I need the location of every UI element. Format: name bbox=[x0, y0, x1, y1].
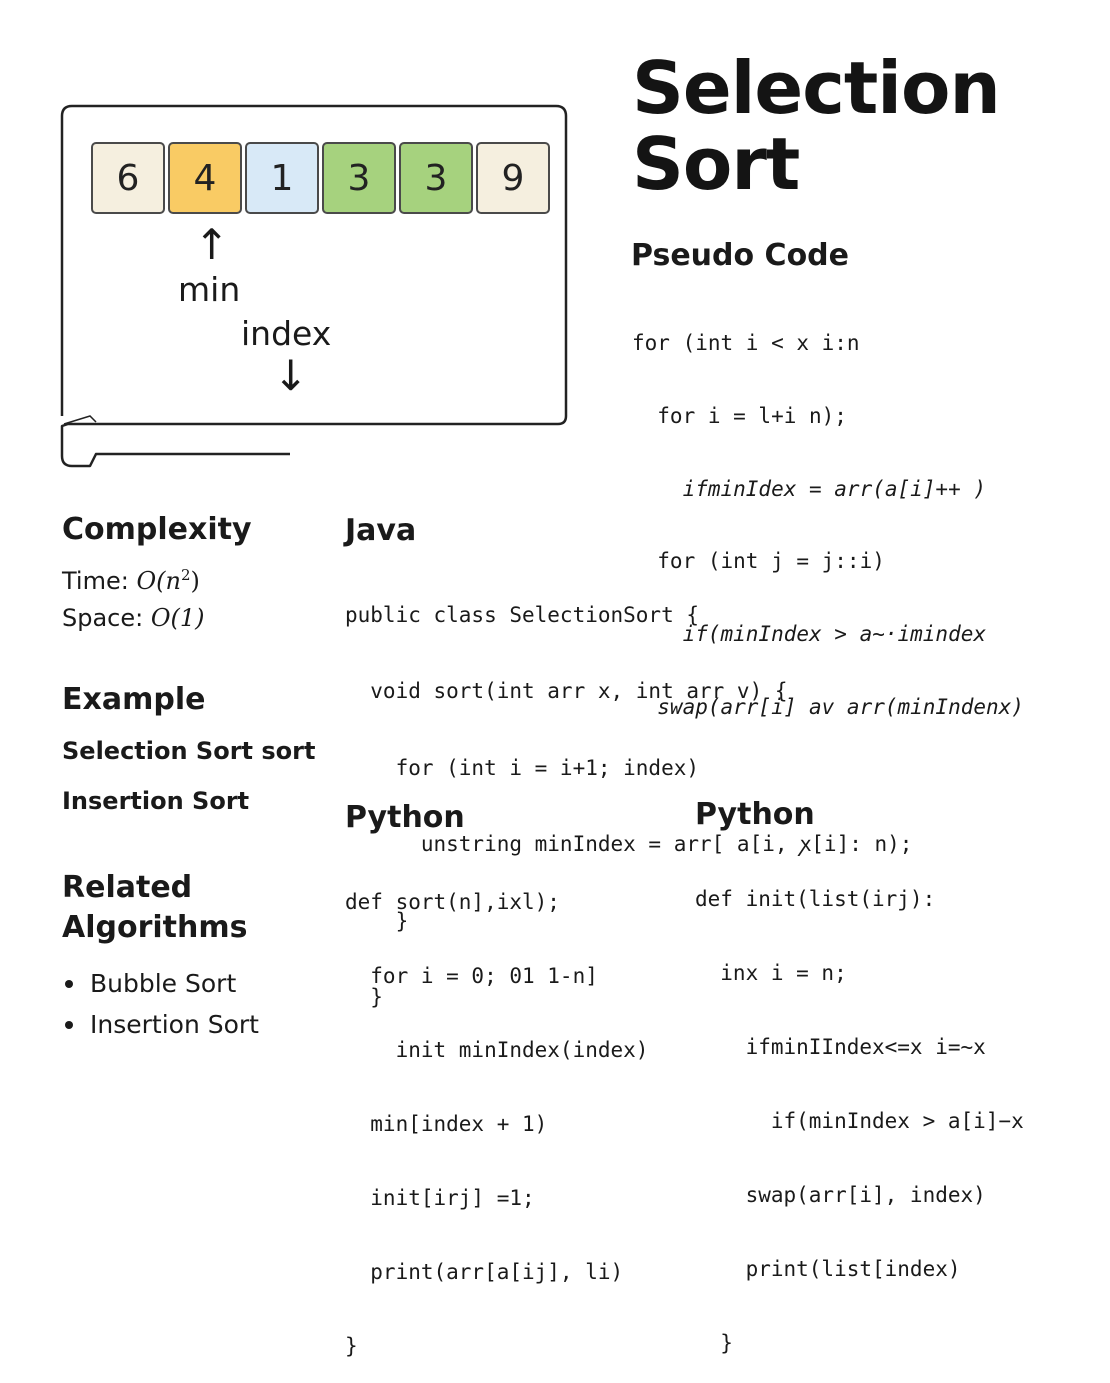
down-arrow-icon: ↓ bbox=[273, 351, 309, 400]
example-heading: Example bbox=[62, 682, 206, 717]
title-line: Selection bbox=[632, 46, 1001, 130]
time-label: Time: bbox=[62, 567, 129, 595]
code-line: init minIndex(index) bbox=[345, 1038, 649, 1062]
pseudo-code-heading: Pseudo Code bbox=[631, 238, 849, 273]
title-line: Sort bbox=[632, 122, 800, 206]
code-line: for (int i < x i:n bbox=[632, 331, 860, 355]
related-heading: Related Algorithms bbox=[62, 870, 248, 945]
code-line: if(minIndex > a~·imindex bbox=[632, 622, 987, 647]
related-item: Bubble Sort bbox=[90, 969, 237, 998]
code-line: void sort(int arr x, int arr v) { bbox=[345, 679, 788, 704]
python-code-block: def sort(n],ixl); for i = 0; 01 1-n] ini… bbox=[345, 846, 648, 1383]
python-heading: Python bbox=[695, 797, 815, 832]
related-item: Insertion Sort bbox=[90, 1010, 259, 1039]
array-cells: 6 4 1 3 3 9 bbox=[91, 142, 550, 214]
code-line: print(list[index) bbox=[695, 1257, 961, 1281]
code-line: } bbox=[345, 985, 383, 1010]
code-line: } bbox=[695, 1331, 733, 1355]
bullet-icon bbox=[65, 979, 73, 988]
array-visualization bbox=[60, 104, 568, 468]
array-cell: 6 bbox=[91, 142, 165, 214]
java-code-block: public class SelectionSort { void sort(i… bbox=[345, 558, 912, 1035]
complexity-heading: Complexity bbox=[62, 512, 252, 547]
code-line: unstring minIndex = arr[ a[i, ꭗ[i]: n); bbox=[345, 832, 913, 857]
pseudo-code-block: for (int i < x i:n for i = l+i n); ifmin… bbox=[632, 288, 1024, 744]
space-label: Space: bbox=[62, 604, 144, 632]
list-item: Bubble Sort bbox=[62, 963, 259, 1004]
array-cell: 3 bbox=[399, 142, 473, 214]
code-line: inx i = n; bbox=[695, 961, 847, 985]
code-line: } bbox=[345, 908, 409, 933]
code-line: public class SelectionSort { bbox=[345, 603, 700, 627]
bullet-icon bbox=[65, 1020, 73, 1029]
code-line: min[index + 1) bbox=[345, 1112, 548, 1136]
space-value: O(1) bbox=[150, 604, 205, 632]
code-line: ifminIIndex<=x i=~x bbox=[695, 1035, 986, 1059]
java-heading: Java bbox=[345, 513, 417, 548]
code-line: init[irj] =1; bbox=[345, 1186, 535, 1210]
list-item: Insertion Sort bbox=[62, 1004, 259, 1045]
space-complexity: Space: O(1) bbox=[62, 604, 205, 632]
code-line: swap(arr[i], index) bbox=[695, 1183, 986, 1207]
time-value: O(n2) bbox=[136, 566, 200, 595]
code-line: def init(list(irj): bbox=[695, 887, 936, 911]
array-cell: 3 bbox=[322, 142, 396, 214]
code-line: for (int j = j::i) bbox=[632, 549, 885, 574]
python-code-block: def init(list(irj): inx i = n; ifminIInd… bbox=[695, 843, 1024, 1380]
code-line: ifminIdex = arr(a[i]++ ) bbox=[632, 476, 987, 501]
example-item: Selection Sort sort bbox=[62, 737, 316, 765]
visualization-frame bbox=[60, 104, 568, 468]
up-arrow-icon: ↑ bbox=[194, 220, 230, 269]
code-line: if(minIndex > a[i]−x bbox=[695, 1109, 1024, 1133]
code-line: def sort(n],ixl); bbox=[345, 890, 560, 914]
python-heading: Python bbox=[345, 800, 465, 835]
code-line: for i = 0; 01 1-n] bbox=[345, 964, 598, 988]
index-label: index bbox=[241, 314, 332, 353]
example-item: Insertion Sort bbox=[62, 787, 250, 815]
code-line: for i = l+i n); bbox=[632, 403, 847, 428]
code-line: print(arr[a[ij], li) bbox=[345, 1260, 624, 1284]
time-complexity: Time: O(n2) bbox=[62, 566, 200, 595]
page-title: Selection Sort bbox=[632, 46, 1001, 206]
code-line: swap(arr[i] av arr(minIndenx) bbox=[632, 694, 1024, 719]
code-line: } bbox=[345, 1334, 358, 1358]
array-cell: 1 bbox=[245, 142, 319, 214]
min-label: min bbox=[178, 270, 241, 309]
related-list: Bubble Sort Insertion Sort bbox=[62, 963, 259, 1045]
code-line: for (int i = i+1; index) bbox=[345, 755, 700, 780]
array-cell: 4 bbox=[168, 142, 242, 214]
array-cell: 9 bbox=[476, 142, 550, 214]
